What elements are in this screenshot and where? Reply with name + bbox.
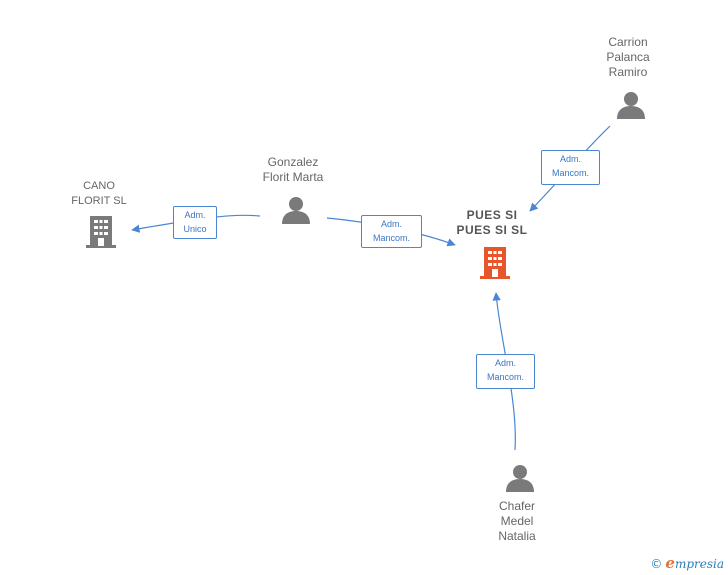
building-icon[interactable] <box>479 245 511 279</box>
edge-label-gonzalez-pues[interactable]: Adm. Mancom. <box>361 215 422 248</box>
node-label-pues: PUES SI PUES SI SL <box>456 208 528 237</box>
person-icon[interactable] <box>616 90 646 120</box>
edge-label-carrion-pues[interactable]: Adm. Mancom. <box>541 150 600 185</box>
node-label-chafer: Chafer Medel Natalia <box>498 499 536 543</box>
person-icon[interactable] <box>281 195 311 225</box>
edge-label-chafer-pues[interactable]: Adm. Mancom. <box>476 354 535 389</box>
brand-initial: e <box>665 554 675 572</box>
node-label-cano: CANO FLORIT SL <box>71 180 127 207</box>
copyright-symbol: © <box>650 557 663 571</box>
node-label-gonzalez: Gonzalez Florit Marta <box>262 155 324 184</box>
person-icon[interactable] <box>505 463 535 493</box>
empresia-logo[interactable]: ©empresia <box>650 554 724 572</box>
node-label-carrion: Carrion Palanca Ramiro <box>606 35 650 79</box>
brand-name: mpresia <box>674 557 724 571</box>
building-icon[interactable] <box>85 214 117 248</box>
edge-label-gonzalez-cano[interactable]: Adm. Unico <box>173 206 217 239</box>
